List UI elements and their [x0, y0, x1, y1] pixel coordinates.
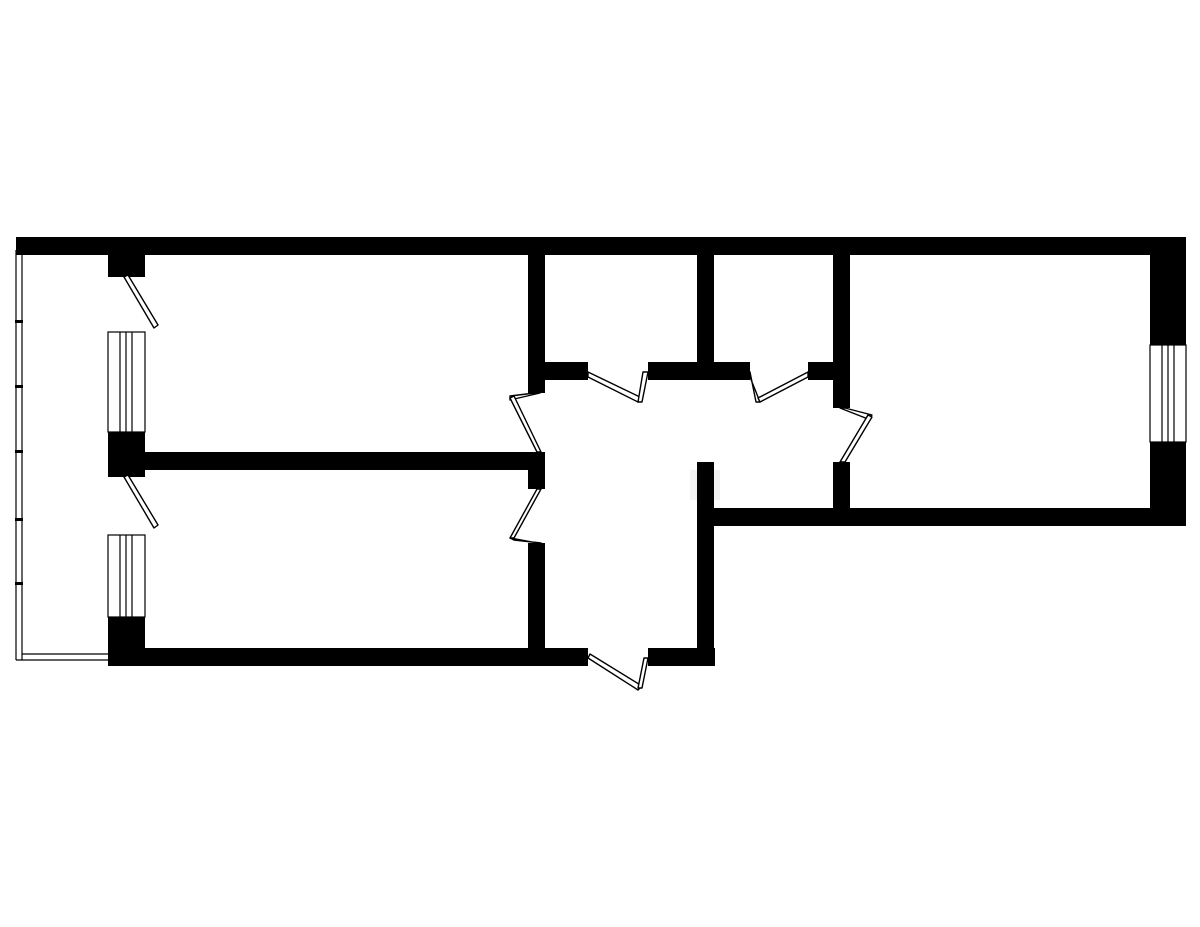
wall-small-partition [697, 255, 714, 362]
door-entrance [587, 653, 643, 691]
wall-top [16, 237, 1186, 255]
door-lower-left-room [123, 474, 159, 529]
wall-right-bottom [1150, 442, 1186, 526]
wall-small-right-bottom-b [808, 362, 833, 380]
door-upper-left-room [123, 274, 159, 329]
window-upper-left [107, 331, 146, 433]
window-right [1149, 344, 1187, 443]
door-hall-upper-b [509, 395, 542, 453]
wall-right-room-bottom [697, 508, 1186, 526]
wall-hall-left-bottom [528, 543, 545, 650]
balcony [15, 250, 108, 661]
wall-hall-left-mid [528, 452, 545, 489]
walls [16, 237, 1186, 666]
door-small-left [587, 371, 643, 403]
door-right-room [839, 407, 873, 420]
door-hall-lower [509, 488, 542, 539]
wall-left-middle-pier [108, 432, 145, 477]
wall-right-room-left-bottom [833, 462, 850, 512]
wall-small-bottom-mid [648, 362, 750, 380]
window-lower-left [107, 534, 146, 618]
door-small-left-b [637, 371, 649, 403]
door-hall-lower-b [509, 537, 542, 544]
door-hall-upper [509, 392, 541, 401]
wall-right-top [1150, 237, 1186, 345]
wall-right-room-left-top [833, 255, 850, 408]
wall-bottom-left [108, 648, 588, 666]
wall-small-left-bottom-a [545, 362, 588, 380]
door-small-right-b [757, 371, 809, 403]
wall-left-partition [145, 452, 545, 470]
door-right-room-b [839, 414, 873, 463]
wall-hall-right [697, 462, 714, 666]
door-entrance-b [637, 657, 649, 689]
doors [123, 274, 873, 691]
wall-hall-left-top [528, 255, 545, 393]
wall-left-top-pier [108, 255, 145, 277]
